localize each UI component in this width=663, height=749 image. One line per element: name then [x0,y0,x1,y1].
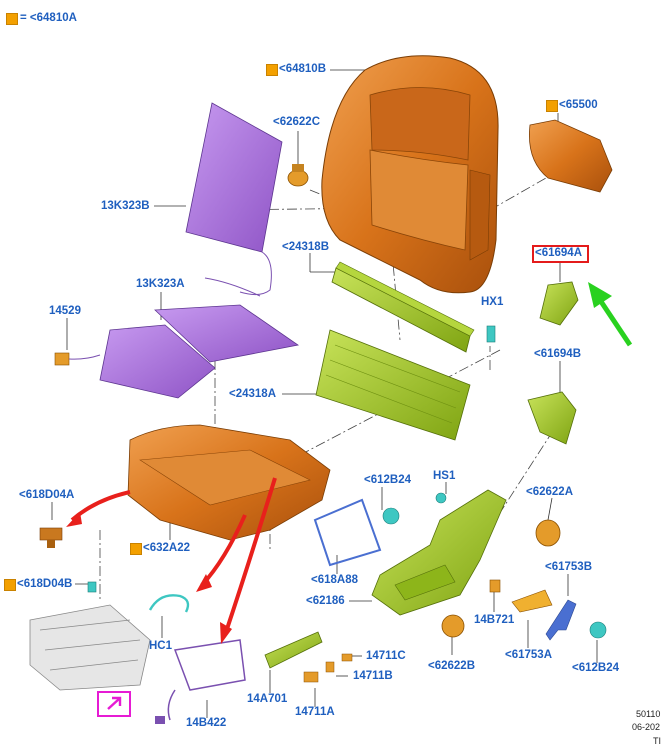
knob-62622A [535,519,561,547]
label-13K323B[interactable]: 13K323B [101,200,150,212]
cover-61694A [539,281,579,326]
label-62622C[interactable]: <62622C [273,116,320,128]
lever-61753A [511,589,553,613]
legend-symbol [6,13,18,25]
label-13K323A[interactable]: 13K323A [136,278,185,290]
wire-frame-618A88 [313,498,382,567]
clip-HX1 [486,325,496,343]
label-14B422[interactable]: 14B422 [186,717,227,729]
arrow-icon [107,696,122,710]
label-HC1[interactable]: HC1 [149,640,173,652]
seat-track [29,604,151,691]
back-trim-13K323B [185,102,283,296]
connector-14529 [54,352,101,366]
connectors-14711 [303,653,353,683]
footer-line-1: 50110 [636,709,661,719]
part-14B721 [489,579,501,593]
cushion-trim-13K323A [99,277,300,399]
label-61694B[interactable]: <61694B [534,348,581,360]
label-24318B[interactable]: <24318B [282,241,329,253]
label-632A22[interactable]: <632A22 [143,542,190,554]
label-14711B[interactable]: 14711B [353,670,393,682]
legend-text: = <64810A [20,12,77,24]
harness-14B422 [155,639,246,724]
label-HS1[interactable]: HS1 [433,470,456,482]
external-link-icon[interactable] [97,691,131,717]
label-14A701[interactable]: 14A701 [247,693,288,705]
label-61753B[interactable]: <61753B [545,561,592,573]
cover-61694B [527,391,577,445]
label-65500[interactable]: <65500 [559,99,598,111]
knob-62622B [441,614,465,638]
part-618D04B [87,581,97,593]
back-panel-24318B [331,261,475,353]
label-14B721[interactable]: 14B721 [474,614,515,626]
label-24318A[interactable]: <24318A [229,388,276,400]
label-618D04B[interactable]: <618D04B [17,578,73,590]
green-arrow [588,282,633,347]
marker-64810B [266,64,278,76]
label-618A88[interactable]: <618A88 [311,574,358,586]
footer-line-3: TI [653,736,661,746]
label-64810B[interactable]: <64810B [279,63,326,75]
footer-line-2: 06-202 [632,722,661,732]
label-61694A[interactable]: <61694A [535,247,582,259]
label-62186[interactable]: <62186 [306,595,345,607]
clip-612B24-b [589,621,607,639]
screw-HS1 [435,492,447,504]
label-612B24-lower[interactable]: <612B24 [572,662,619,674]
label-14529[interactable]: 14529 [49,305,81,317]
side-shield-62186 [371,489,507,616]
cushion-foam [127,424,331,541]
label-62622B[interactable]: <62622B [428,660,475,672]
label-62622A[interactable]: <62622A [526,486,573,498]
foam-pad-65500 [529,119,613,193]
marker-632A22 [130,543,142,555]
lever-61753B [545,599,577,641]
highlight-box [532,245,589,263]
label-14711A[interactable]: 14711A [295,706,335,718]
marker-618D04B [4,579,16,591]
label-14711C[interactable]: 14711C [366,650,406,662]
label-618D04A[interactable]: <618D04A [19,489,75,501]
marker-65500 [546,100,558,112]
label-HX1[interactable]: HX1 [481,296,504,308]
seat-back-foam [321,55,499,294]
module-14A701 [264,631,323,669]
part-618D04A [39,527,63,548]
label-61753A[interactable]: <61753A [505,649,552,661]
knob-62622C [287,164,309,187]
label-612B24-upper[interactable]: <612B24 [364,474,411,486]
clip-HC1 [148,594,190,613]
clip-612B24-a [382,507,400,525]
back-mat-24318A [315,329,471,441]
